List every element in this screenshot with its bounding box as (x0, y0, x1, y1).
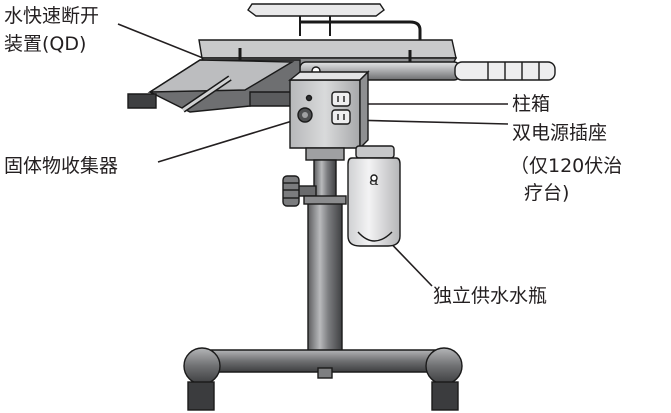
label-water-bottle: 独立供水水瓶 (433, 285, 548, 307)
leader-solids (157, 117, 303, 163)
leader-outlet (349, 119, 509, 125)
label-qd-line2: 装置(QD) (4, 33, 87, 55)
post-box (288, 70, 370, 150)
label-qd-line1: 水快速断开 (4, 5, 100, 27)
pole-base (183, 347, 463, 411)
label-outlet-line1: 双电源插座 (512, 122, 608, 144)
label-outlet-line2: （仅120伏治 (510, 155, 623, 177)
label-post: 柱箱 (512, 93, 551, 115)
adjust-knob (282, 175, 317, 207)
left-tray (127, 59, 301, 113)
vertical-pole (303, 195, 347, 369)
pole-collar (305, 147, 345, 201)
water-bottle: a (347, 145, 401, 247)
label-outlet-line3: 疗台) (524, 182, 570, 204)
label-solids-collector: 固体物收集器 (4, 155, 119, 177)
